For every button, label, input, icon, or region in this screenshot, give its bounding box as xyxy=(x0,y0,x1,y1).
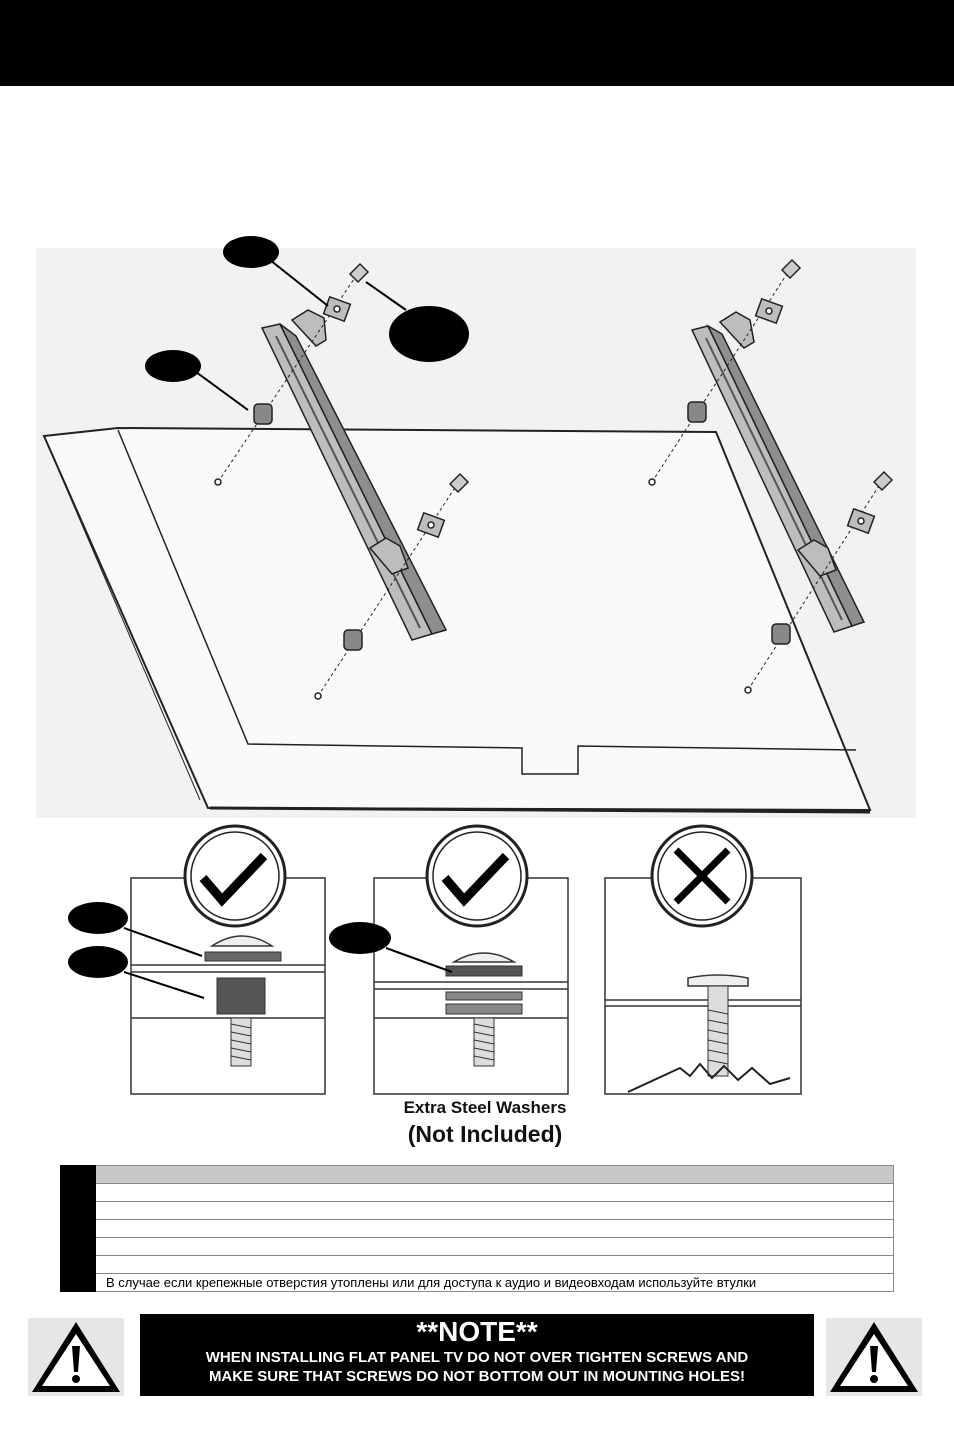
assembly-callouts xyxy=(145,236,469,411)
note-line-1: WHEN INSTALLING FLAT PANEL TV DO NOT OVE… xyxy=(205,1349,749,1366)
detail-correct-spacer xyxy=(68,824,326,1095)
left-bracket xyxy=(260,309,448,641)
legend-row: В случае если крепежные отверстия утопле… xyxy=(60,1273,894,1292)
note-box: **NOTE** WHEN INSTALLING FLAT PANEL TV D… xyxy=(140,1314,814,1396)
callout-spacer xyxy=(145,350,201,382)
assembly-diagram xyxy=(36,236,916,1095)
legend-key xyxy=(60,1219,96,1238)
tv-panel xyxy=(42,426,872,814)
legend-text xyxy=(95,1201,894,1220)
note-line-2: MAKE SURE THAT SCREWS DO NOT BOTTOM OUT … xyxy=(208,1368,746,1385)
right-hardware xyxy=(648,258,894,694)
legend-row xyxy=(60,1219,894,1238)
warning-triangle-icon xyxy=(826,1318,922,1396)
legend-text-bushings: В случае если крепежные отверстия утопле… xyxy=(95,1273,894,1292)
warning-triangle-icon xyxy=(28,1318,124,1396)
note-title: **NOTE** xyxy=(416,1316,538,1347)
legend-row xyxy=(60,1255,894,1274)
legend-key xyxy=(60,1255,96,1274)
checkmark-icon xyxy=(441,852,510,907)
legend-row-header xyxy=(60,1165,894,1184)
caption-extra-washers: Extra Steel Washers xyxy=(403,1098,567,1117)
legend-row xyxy=(60,1237,894,1256)
checkmark-icon xyxy=(199,852,268,907)
parts-legend-table: В случае если крепежные отверстия утопле… xyxy=(60,1165,894,1292)
legend-row xyxy=(60,1183,894,1202)
legend-text xyxy=(95,1219,894,1238)
legend-text xyxy=(95,1165,894,1184)
detail-correct-washers xyxy=(329,824,569,1095)
callout-washer xyxy=(223,236,279,268)
legend-text xyxy=(95,1237,894,1256)
legend-key xyxy=(60,1237,96,1256)
detail-incorrect xyxy=(604,824,802,1095)
legend-key xyxy=(60,1273,96,1292)
legend-key xyxy=(60,1201,96,1220)
legend-row xyxy=(60,1201,894,1220)
header-bar xyxy=(0,0,954,86)
legend-key xyxy=(60,1183,96,1202)
x-mark-icon xyxy=(673,847,731,905)
callout-screw xyxy=(389,306,469,362)
legend-key xyxy=(60,1165,96,1184)
caption-not-included: (Not Included) xyxy=(407,1121,563,1147)
right-bracket xyxy=(690,311,866,633)
legend-text xyxy=(95,1183,894,1202)
legend-text xyxy=(95,1255,894,1274)
